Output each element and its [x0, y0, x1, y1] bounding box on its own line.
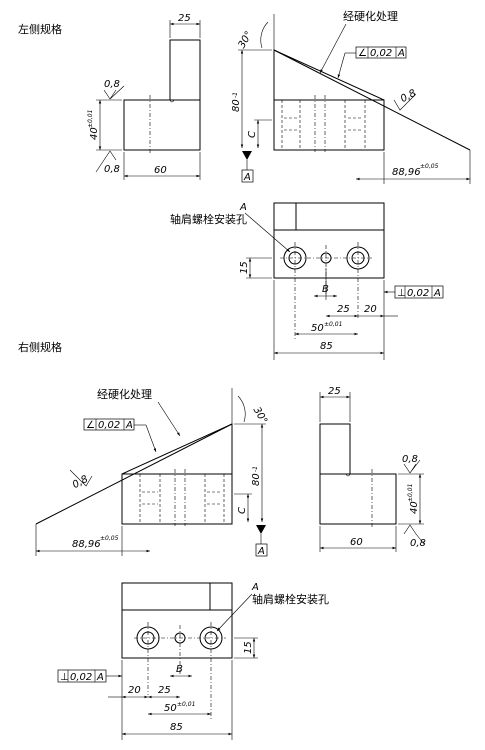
left-section-title: 左侧规格 — [18, 22, 62, 36]
left-top-dim-15: 15 — [239, 261, 250, 274]
left-top-perp-symbol: ⊥ — [397, 288, 406, 299]
left-top-dim-20: 20 — [364, 304, 377, 315]
right-front-flatness-datum: A — [125, 420, 133, 431]
right-front-dim-80-tol: -1 — [252, 466, 259, 472]
right-top-dim-85: 85 — [170, 722, 183, 733]
left-side-roughness-bottom: 0,8 — [104, 164, 120, 175]
right-front-dim-80: 80 — [251, 473, 262, 486]
left-front-datum: A — [243, 172, 251, 183]
left-front-dim-80-tol: -1 — [232, 92, 239, 98]
right-side-dim-25: 25 — [328, 386, 341, 397]
right-side-roughness-bottom: 0,8 — [410, 538, 426, 549]
right-side-roughness-top: 0,8 — [402, 454, 418, 465]
right-top-dim-15: 15 — [243, 641, 254, 654]
right-hardening-label: 经硬化处理 — [97, 387, 152, 401]
right-top-perp-value: 0,02 — [70, 672, 92, 683]
right-section-title: 右侧规格 — [18, 340, 62, 354]
right-front-dim-c: C — [237, 507, 248, 514]
left-front-flatness-symbol: ∠ — [358, 48, 367, 59]
left-top-dim-b: B — [322, 284, 329, 295]
left-front-dim-c: C — [247, 131, 258, 138]
right-front-datum: A — [257, 546, 265, 557]
right-front-roughness: 0,8 — [71, 474, 90, 491]
right-front-view: 30° 经硬化处理 ∠ 0,02 A 0,8 80 -1 C A — [35, 387, 269, 557]
right-front-flatness-symbol: ∠ — [86, 420, 95, 431]
left-top-dim-85: 85 — [320, 341, 333, 352]
right-front-dim-88-tol: ±0,05 — [100, 535, 119, 542]
left-top-view: A 轴肩螺栓安装孔 15 B 25 20 50 ±0,01 85 ⊥ — [170, 202, 444, 360]
roughness-symbol — [103, 85, 125, 100]
left-side-dim-60: 60 — [154, 165, 167, 176]
datum-triangle-icon — [242, 151, 252, 160]
left-top-dim-25: 25 — [337, 304, 350, 315]
right-side-dim-40-tol: ±0,01 — [407, 484, 414, 502]
right-side-dim-60: 60 — [350, 537, 363, 548]
left-top-perp-value: 0,02 — [407, 288, 429, 299]
left-side-view: 25 60 40 ±0,01 0,8 0,8 — [87, 13, 201, 180]
right-top-view: A 轴肩螺栓安装孔 15 ⊥ 0,02 A B 20 25 50 ±0,01 — [57, 582, 329, 740]
right-top-hole-letter: A — [251, 582, 259, 593]
left-top-dim-50-tol: ±0,01 — [324, 321, 342, 328]
right-top-hole-label: 轴肩螺栓安装孔 — [252, 592, 329, 606]
left-top-dim-50: 50 — [311, 323, 324, 334]
roughness-symbol — [95, 150, 117, 173]
roughness-symbol — [403, 524, 425, 545]
right-top-dim-b: B — [176, 664, 183, 675]
left-top-hole-letter: A — [239, 202, 247, 213]
right-top-perp-datum: A — [96, 672, 104, 683]
left-front-dim-88-tol: ±0,05 — [420, 163, 439, 170]
left-front-dim-80: 80 — [231, 99, 242, 112]
datum-triangle-icon — [256, 525, 266, 534]
left-side-dim-40-tol: ±0,01 — [87, 110, 94, 128]
right-top-dim-25: 25 — [158, 685, 171, 696]
right-side-view: 25 60 40 ±0,01 0,8 0,8 — [319, 386, 426, 552]
roughness-symbol — [403, 459, 421, 474]
right-top-perp-symbol: ⊥ — [60, 672, 69, 683]
left-front-flatness-value: 0,02 — [370, 48, 392, 59]
right-top-dim-50: 50 — [164, 703, 177, 714]
right-front-flatness-value: 0,02 — [98, 420, 120, 431]
left-front-view: 30° 经硬化处理 ∠ 0,02 A 0,8 80 -1 C A — [231, 9, 471, 184]
left-front-dim-88: 88,96 — [392, 167, 421, 178]
left-top-perp-datum: A — [433, 288, 441, 299]
right-side-dim-40: 40 — [409, 501, 420, 514]
right-top-dim-50-tol: ±0,01 — [177, 701, 195, 708]
left-top-hole-label: 轴肩螺栓安装孔 — [170, 212, 247, 226]
left-front-angle: 30° — [237, 30, 255, 51]
left-side-roughness-top: 0,8 — [104, 79, 120, 90]
right-front-angle: 30° — [251, 405, 269, 426]
left-side-dim-25: 25 — [178, 13, 191, 24]
left-side-dim-40: 40 — [89, 127, 100, 140]
right-front-dim-88: 88,96 — [72, 539, 101, 550]
left-front-flatness-datum: A — [397, 48, 405, 59]
left-front-roughness: 0,8 — [399, 88, 418, 105]
right-top-dim-20: 20 — [128, 685, 141, 696]
left-hardening-label: 经硬化处理 — [343, 9, 398, 23]
